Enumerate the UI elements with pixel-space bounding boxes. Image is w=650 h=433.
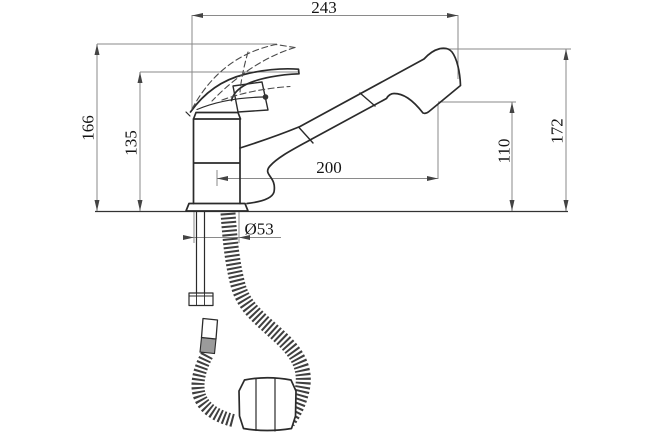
handle-pivot-dot	[262, 94, 269, 100]
dim-top-width: 243	[191, 0, 459, 109]
dimension-label-body-height: 135	[122, 130, 141, 156]
dim-overall-height: 166	[79, 43, 277, 211]
handle-base-block	[232, 81, 269, 113]
wand-outline	[239, 47, 462, 205]
handle-outline	[189, 68, 300, 113]
under-deck-assembly	[188, 211, 311, 432]
dimension-label-spout-reach: 200	[316, 158, 342, 177]
dim-outlet-height: 110	[438, 101, 516, 211]
hose-weight	[238, 376, 297, 432]
pullout-hose	[220, 212, 311, 427]
weight-panel-lines	[255, 377, 276, 432]
dim-base-diameter: Ø53	[183, 212, 281, 243]
dimension-label-base-diameter: Ø53	[245, 220, 274, 239]
dimension-label-overall-height: 166	[79, 115, 98, 141]
dim-body-height: 135	[122, 71, 299, 211]
dimension-label-top-width: 243	[311, 0, 337, 17]
hose-end-fitting	[200, 317, 219, 340]
lever-handle-raised-dashed	[191, 43, 296, 110]
handle-inner-edge	[196, 96, 264, 111]
dimension-label-outlet-height: 110	[495, 139, 514, 164]
handle-nose-mark	[185, 111, 191, 117]
faucet-body	[185, 43, 462, 212]
spout-and-wand	[239, 47, 462, 205]
cartridge-cap	[192, 111, 242, 120]
dim-spout-reach: 200	[216, 104, 439, 186]
dim-head-height: 172	[441, 48, 571, 211]
body-column	[192, 118, 241, 205]
dimension-lines: 243 166 135 200 110	[79, 0, 571, 243]
hose-ferrule	[199, 336, 217, 355]
dimension-label-head-height: 172	[548, 118, 567, 144]
supply-pipe	[195, 211, 206, 294]
wand-joint-lines	[298, 92, 376, 144]
lever-handle	[185, 68, 300, 117]
supply-nut	[188, 292, 214, 307]
hose-connector	[199, 317, 219, 355]
base-flange	[185, 202, 249, 212]
pullout-hose-return	[191, 351, 237, 428]
